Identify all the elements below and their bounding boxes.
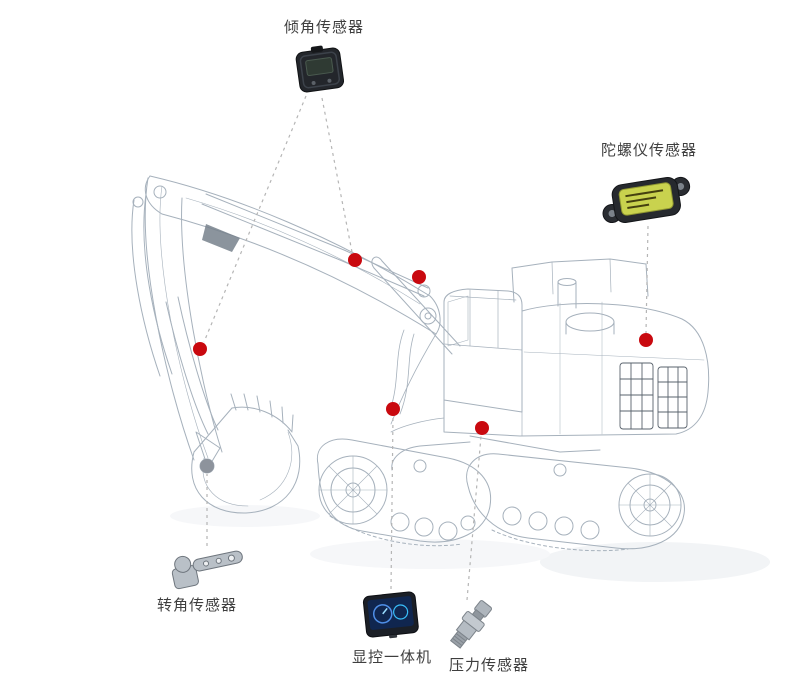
marker-under-cab (475, 421, 489, 435)
tilt-sensor-device-image (295, 45, 345, 93)
gyro-sensor-label: 陀螺仪传感器 (601, 142, 698, 159)
marker-boom-tilt (348, 253, 362, 267)
pressure-sensor-label: 压力传感器 (449, 657, 530, 674)
pressure-sensor-device-image (449, 600, 493, 649)
marker-boom-foot (412, 270, 426, 284)
rotation-sensor-label: 转角传感器 (157, 597, 238, 614)
tilt-sensor-label: 倾角传感器 (284, 19, 365, 36)
marker-body-front (386, 402, 400, 416)
gyro-sensor-device-image (602, 176, 691, 224)
marker-stick-tilt (193, 342, 207, 356)
marker-bucket-pivot (200, 459, 214, 473)
display-unit-device-image (362, 591, 419, 639)
rotation-sensor-device-image (171, 550, 243, 590)
marker-engine-deck (639, 333, 653, 347)
display-unit-label: 显控一体机 (352, 649, 433, 666)
